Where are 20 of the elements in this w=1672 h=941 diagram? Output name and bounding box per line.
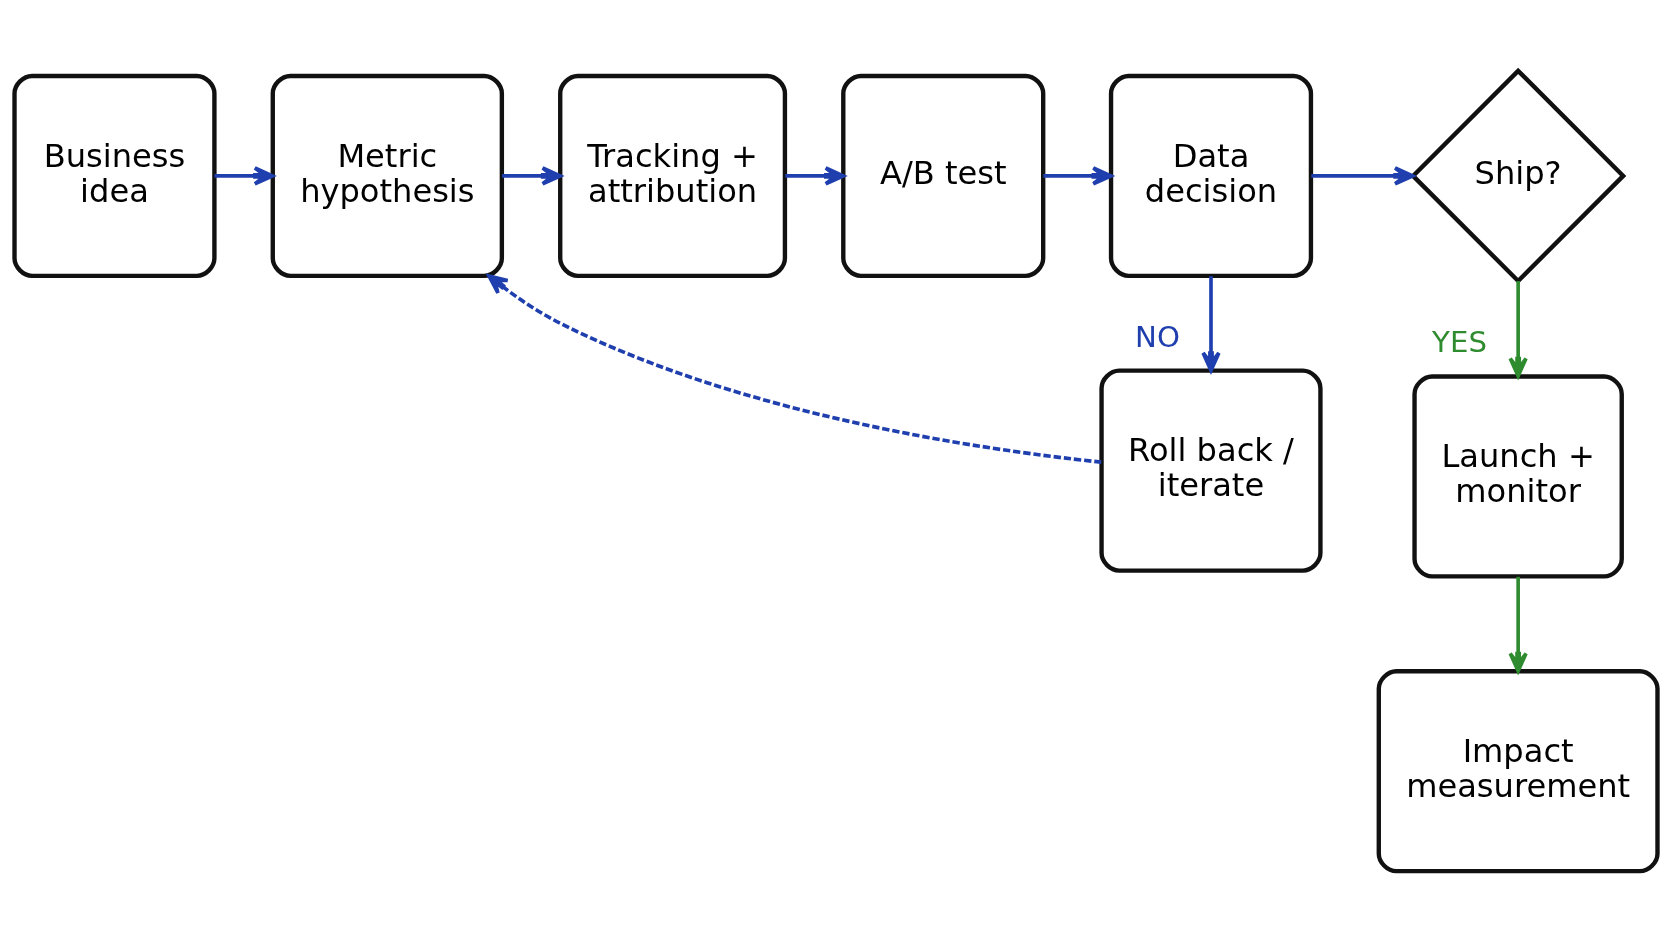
arrow (214, 165, 275, 186)
node-diamond: Ship? (1410, 67, 1627, 284)
edge-label: YES (1432, 324, 1487, 359)
edge-label: NO (1135, 319, 1180, 354)
arrow (1508, 576, 1528, 673)
node-box: Metric hypothesis (270, 73, 505, 278)
arrow (1508, 280, 1528, 378)
node-box: Business idea (12, 73, 217, 278)
arrow (487, 273, 1102, 464)
arrow (1201, 275, 1221, 372)
arrow (1043, 165, 1113, 186)
node-box: Roll back / iterate (1099, 368, 1323, 573)
arrow (1311, 165, 1415, 186)
arrow (785, 165, 846, 186)
node-box: Data decision (1108, 73, 1314, 278)
node-box: Impact measurement (1376, 668, 1660, 873)
node-box: Launch + monitor (1412, 373, 1624, 579)
arrow (502, 165, 562, 186)
node-box: Tracking + attribution (558, 73, 788, 278)
node-box: A/B test (841, 73, 1046, 278)
